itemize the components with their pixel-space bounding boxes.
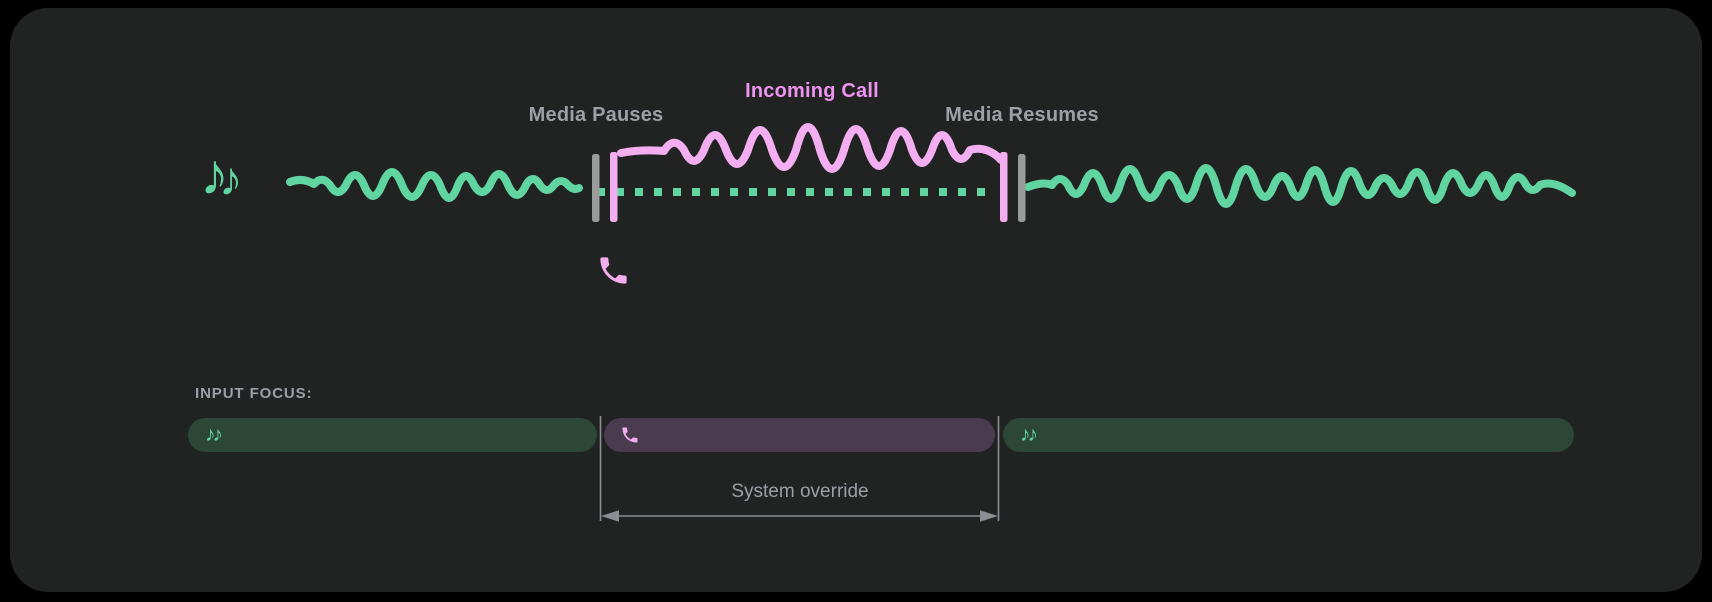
phone-icon — [620, 425, 640, 445]
focus-bar-incoming-call — [604, 418, 995, 452]
note-glyph: ♪ — [200, 142, 229, 207]
music-notes-icon: ♪♪ — [205, 422, 223, 446]
panel-background — [10, 8, 1702, 592]
pause-marker-gray-bar — [592, 154, 600, 222]
phone-icon — [596, 253, 631, 288]
input-focus-heading: INPUT FOCUS: — [195, 385, 313, 402]
override-arrow-right-head — [980, 510, 998, 522]
media-wave-after — [1024, 164, 1576, 208]
override-arrow-left-head — [601, 510, 619, 522]
media-pauses-label: Media Pauses — [528, 104, 664, 126]
focus-bar-media-after: ♪♪ — [1003, 418, 1574, 452]
music-notes-icon: ♪ ♪ — [200, 146, 243, 204]
focus-bar-media-before: ♪♪ — [188, 418, 597, 452]
incoming-call-label: Incoming Call — [745, 80, 879, 102]
phone-icon-glyph — [622, 427, 638, 443]
pause-marker-pink-bar — [610, 152, 618, 222]
music-notes-icon: ♪♪ — [1020, 422, 1038, 446]
media-resumes-label: Media Resumes — [945, 104, 1099, 126]
resume-marker-gray-bar — [1018, 154, 1026, 222]
phone-icon-glyph — [600, 257, 627, 284]
media-wave-before — [286, 168, 583, 202]
note-glyph: ♪ — [219, 152, 243, 205]
incoming-call-wave — [617, 123, 1005, 173]
system-override-label: System override — [731, 481, 869, 502]
resume-marker-pink-bar — [1000, 152, 1008, 222]
